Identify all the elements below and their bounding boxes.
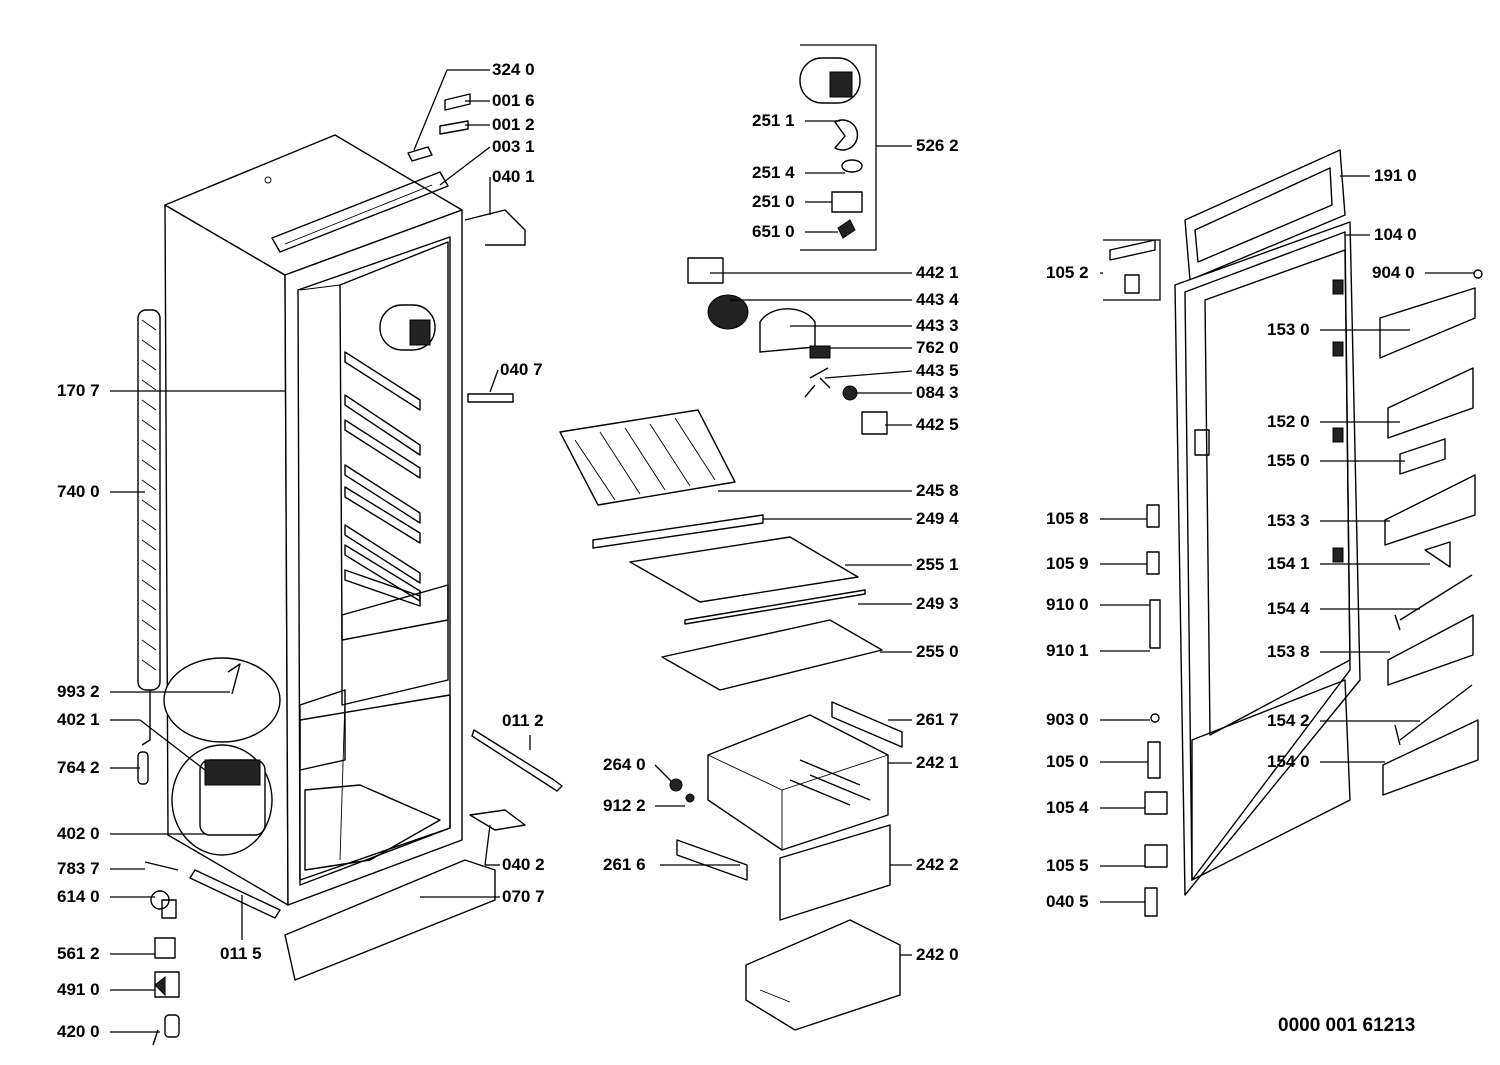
part-label-2617: 261 7 [916,710,959,729]
part-label-2550: 255 0 [916,642,959,661]
part-label-0401: 040 1 [492,167,535,186]
part-label-9030: 903 0 [1046,710,1089,729]
part-label-2640: 264 0 [603,755,646,774]
part-label-1538: 153 8 [1267,642,1310,661]
part-label-4433: 443 3 [916,316,959,335]
part-label-0407: 040 7 [500,360,543,379]
part-label-0012: 001 2 [492,115,535,134]
part-label-2421: 242 1 [916,753,959,772]
part-label-2511: 251 1 [752,111,795,130]
part-label-2458: 245 8 [916,481,959,500]
part-label-2551: 255 1 [916,555,959,574]
part-label-4020: 402 0 [57,824,100,843]
part-label-0707: 070 7 [502,887,545,906]
part-label-6510: 651 0 [752,222,795,241]
part-label-1550: 155 0 [1267,451,1310,470]
part-label-6140: 614 0 [57,887,100,906]
part-label-9040: 904 0 [1372,263,1415,282]
part-label-1530: 153 0 [1267,320,1310,339]
door-assembly [1103,149,1483,917]
part-label-2493: 249 3 [916,594,959,613]
part-label-1055: 105 5 [1046,856,1089,875]
part-label-1058: 105 8 [1046,509,1089,528]
part-label-1533: 153 3 [1267,511,1310,530]
part-label-4425: 442 5 [916,415,959,434]
document-number: 0000 001 61213 [1278,1015,1416,1036]
part-label-0115: 011 5 [220,944,262,963]
part-label-4421: 442 1 [916,263,959,282]
top-hinge-parts [284,93,563,981]
part-label-1540: 154 0 [1267,752,1310,771]
part-label-9101: 910 1 [1046,641,1089,660]
part-label-4435: 443 5 [916,361,959,380]
part-label-7620: 762 0 [916,338,959,357]
shelves-and-rails [559,409,883,691]
part-label-7837: 783 7 [57,859,100,878]
part-label-4200: 420 0 [57,1022,100,1041]
part-label-0031: 003 1 [492,137,535,156]
part-label-7400: 740 0 [57,482,100,501]
part-label-1520: 152 0 [1267,412,1310,431]
part-label-9100: 910 0 [1046,595,1089,614]
part-label-2420: 242 0 [916,945,959,964]
part-label-0405: 040 5 [1046,892,1089,911]
part-label-1052: 105 2 [1046,263,1089,282]
part-label-3240: 324 0 [492,60,535,79]
part-label-1910: 191 0 [1374,166,1417,185]
part-label-2616: 261 6 [603,855,646,874]
part-label-5262: 526 2 [916,136,959,155]
fan-assembly-parts [687,44,888,435]
part-label-4910: 491 0 [57,980,100,999]
part-label-1054: 105 4 [1046,798,1089,817]
part-label-1707: 170 7 [57,381,100,400]
condenser-and-compressor [137,309,281,1046]
part-label-1542: 154 2 [1267,711,1310,730]
part-label-1040: 104 0 [1374,225,1417,244]
part-label-2510: 251 0 [752,192,795,211]
part-label-7642: 764 2 [57,758,100,777]
part-label-2514: 251 4 [752,163,795,182]
part-label-1544: 154 4 [1267,599,1310,618]
door-bins [1379,287,1479,796]
part-label-0112: 011 2 [502,711,544,730]
part-label-0402: 040 2 [502,855,545,874]
part-label-1059: 105 9 [1046,554,1089,573]
part-label-1050: 105 0 [1046,752,1089,771]
crisper-drawers [669,701,903,1031]
part-label-5612: 561 2 [57,944,100,963]
part-label-0843: 084 3 [916,383,959,402]
part-label-9122: 912 2 [603,796,646,815]
part-label-2422: 242 2 [916,855,959,874]
part-label-0016: 001 6 [492,91,535,110]
part-label-4021: 402 1 [57,710,100,729]
part-label-2494: 249 4 [916,509,959,528]
leader-lines [110,69,1474,1033]
part-label-1541: 154 1 [1267,554,1310,573]
part-label-4434: 443 4 [916,290,959,309]
part-label-9932: 993 2 [57,682,100,701]
